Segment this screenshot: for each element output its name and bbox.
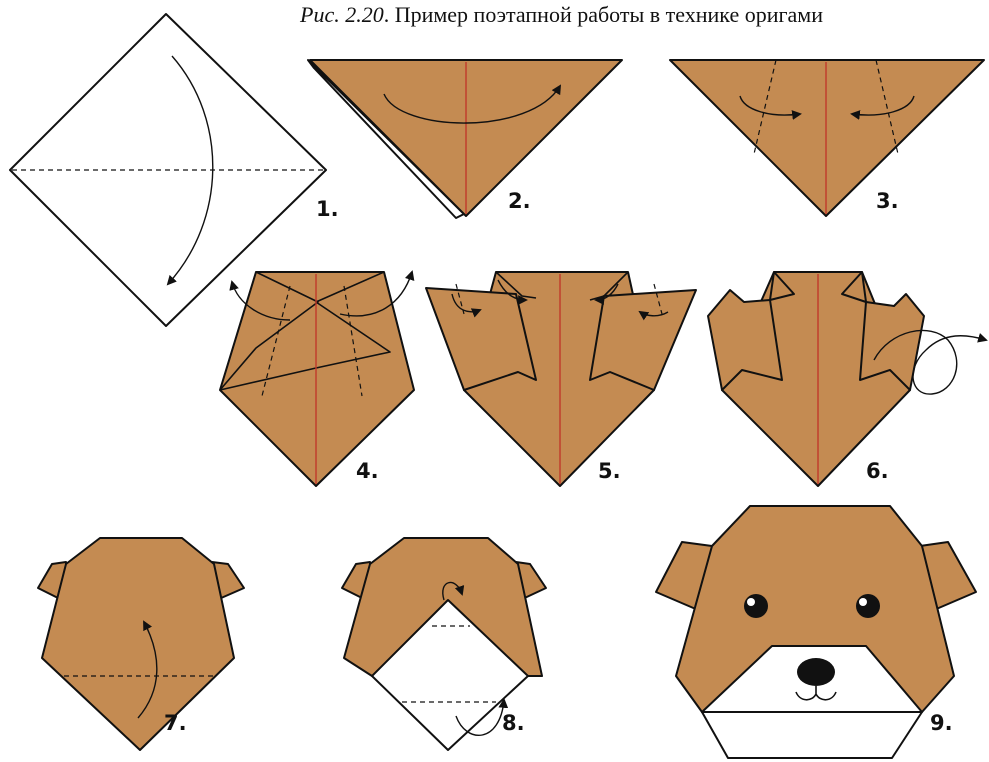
step-9: 9. xyxy=(656,506,976,758)
right-eye xyxy=(856,594,880,618)
triangle-paper xyxy=(670,60,984,216)
pentagon-paper xyxy=(220,272,414,486)
bear-head-paper xyxy=(42,538,234,750)
step-4: 4. xyxy=(220,272,414,486)
step-6: 6. xyxy=(708,272,986,486)
step-2: 2. xyxy=(308,60,622,218)
step-number: 2. xyxy=(508,189,531,213)
step-7: 7. xyxy=(38,538,244,750)
left-eye xyxy=(744,594,768,618)
step-3: 3. xyxy=(670,60,984,216)
step-number: 9. xyxy=(930,711,953,735)
step-number: 5. xyxy=(598,459,621,483)
step-number: 1. xyxy=(316,197,339,221)
step-8: 8. xyxy=(342,538,546,750)
nose xyxy=(797,658,835,686)
step-number: 4. xyxy=(356,459,379,483)
chin xyxy=(702,712,922,758)
step-number: 8. xyxy=(502,711,525,735)
step-number: 7. xyxy=(164,711,187,735)
step-number: 6. xyxy=(866,459,889,483)
step-number: 3. xyxy=(876,189,899,213)
step-5: 5. xyxy=(426,272,696,486)
